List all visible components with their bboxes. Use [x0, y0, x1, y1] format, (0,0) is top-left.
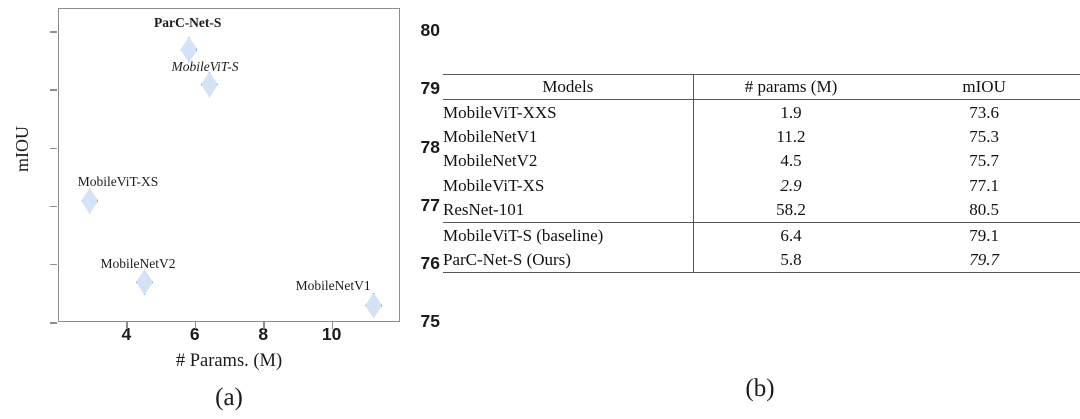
x-tick-mark-4	[126, 322, 128, 329]
y-tick-label-76: 76	[420, 252, 440, 273]
column-header-models: Models	[542, 77, 594, 97]
point-label-mobilenetv2: MobileNetV2	[100, 256, 176, 272]
x-tick-label-8: 8	[258, 324, 269, 344]
x-tick-label-10: 10	[321, 324, 342, 344]
diamond-marker-icon	[180, 36, 198, 63]
table-row: MobileViT-XXS 1.9 73.6	[443, 99, 1080, 125]
y-tick-mark-78	[50, 147, 57, 150]
table-row: ParC-Net-S (Ours) 5.8 79.7	[443, 247, 1080, 273]
x-tick-mark-8	[263, 322, 265, 329]
y-tick-mark-75	[50, 322, 57, 324]
results-table: Models # params (M) mIOU MobileViT-XXS 1.…	[443, 74, 1080, 273]
cell-params: 6.4	[692, 222, 889, 248]
table-row: MobileViT-XS 2.9 77.1	[443, 173, 1080, 198]
cell-model-name: MobileViT-XS	[443, 175, 545, 195]
panel-b-caption: (b)	[745, 375, 775, 402]
cell-params: 1.9	[692, 99, 889, 125]
cell-model-name: MobileViT-XXS	[443, 102, 557, 122]
diamond-marker-icon	[200, 71, 218, 98]
plot-area: ParC-Net-S MobileViT-S MobileViT-XS MobileN…	[58, 8, 400, 322]
table-wrapper: Models # params (M) mIOU MobileViT-XXS 1.…	[443, 74, 1080, 273]
table-row: MobileViT-S (baseline) 6.4 79.1	[443, 222, 1080, 248]
y-tick-mark-79	[50, 89, 57, 91]
table-row: MobileNetV1 11.2 75.3	[443, 124, 1080, 150]
x-tick-label-6: 6	[189, 324, 200, 344]
diamond-marker-icon	[81, 187, 99, 214]
point-label-mobilevit-xs: MobileViT-XS	[77, 173, 159, 189]
cell-params: 2.9	[692, 173, 889, 198]
cell-miou: 73.6	[969, 102, 1000, 122]
cell-model-name: MobileNetV2	[443, 151, 538, 171]
cell-miou: 79.1	[969, 225, 1000, 245]
diamond-marker-icon	[136, 269, 153, 296]
table-row: ResNet-101 58.2 80.5	[443, 197, 1080, 223]
cell-miou: 79.7	[969, 249, 1000, 269]
cell-miou: 75.7	[969, 151, 1000, 171]
table-header: Models # params (M) mIOU	[443, 74, 1080, 100]
column-header-params: # params (M)	[692, 74, 889, 100]
cell-miou: 80.5	[969, 200, 1000, 220]
results-table-panel: Models # params (M) mIOU MobileViT-XXS 1.…	[440, 0, 1080, 419]
y-tick-label-75: 75	[420, 311, 440, 331]
cell-miou: 75.3	[969, 126, 1000, 146]
x-axis-title: # Params. (M)	[175, 351, 283, 371]
y-tick-mark-77	[50, 205, 57, 208]
table-row: MobileNetV2 4.5 75.7	[443, 149, 1080, 174]
cell-model-name: ResNet-101	[443, 200, 525, 220]
y-axis-title: mIOU	[12, 126, 32, 172]
cell-miou: 77.1	[969, 175, 1000, 195]
column-header-miou: mIOU	[962, 77, 1006, 97]
cell-params: 5.8	[692, 247, 889, 273]
point-label-mobilevit-s: MobileViT-S	[171, 58, 239, 74]
cell-params: 4.5	[692, 149, 889, 174]
point-label-mobilenetv1: MobileNetV1	[295, 277, 371, 293]
y-tick-label-78: 78	[420, 136, 440, 157]
y-tick-label-80: 80	[420, 20, 440, 41]
cell-model-name: ParC-Net-S (Ours)	[443, 249, 571, 269]
y-tick-label-79: 79	[420, 78, 440, 99]
cell-params: 11.2	[692, 124, 889, 150]
cell-model-name: MobileNetV1	[443, 126, 538, 146]
x-tick-label-4: 4	[121, 324, 132, 344]
table-header-row: Models # params (M) mIOU	[443, 74, 1080, 100]
y-tick-mark-80	[50, 31, 57, 33]
diamond-marker-icon	[365, 292, 383, 319]
x-tick-mark-10	[331, 322, 334, 329]
cell-params: 58.2	[692, 197, 889, 223]
y-tick-mark-76	[50, 263, 57, 266]
y-tick-label-77: 77	[420, 194, 440, 215]
cell-model-name: MobileViT-S (baseline)	[443, 225, 604, 245]
panel-a-caption: (a)	[215, 384, 243, 411]
point-label-parc-net-s: ParC-Net-S	[153, 14, 222, 30]
scatter-plot-panel: mIOU 75 76 77 78 79 80 4 6 8 10 ParC-Net-S Mobile…	[0, 0, 440, 419]
x-tick-mark-6	[194, 322, 197, 329]
